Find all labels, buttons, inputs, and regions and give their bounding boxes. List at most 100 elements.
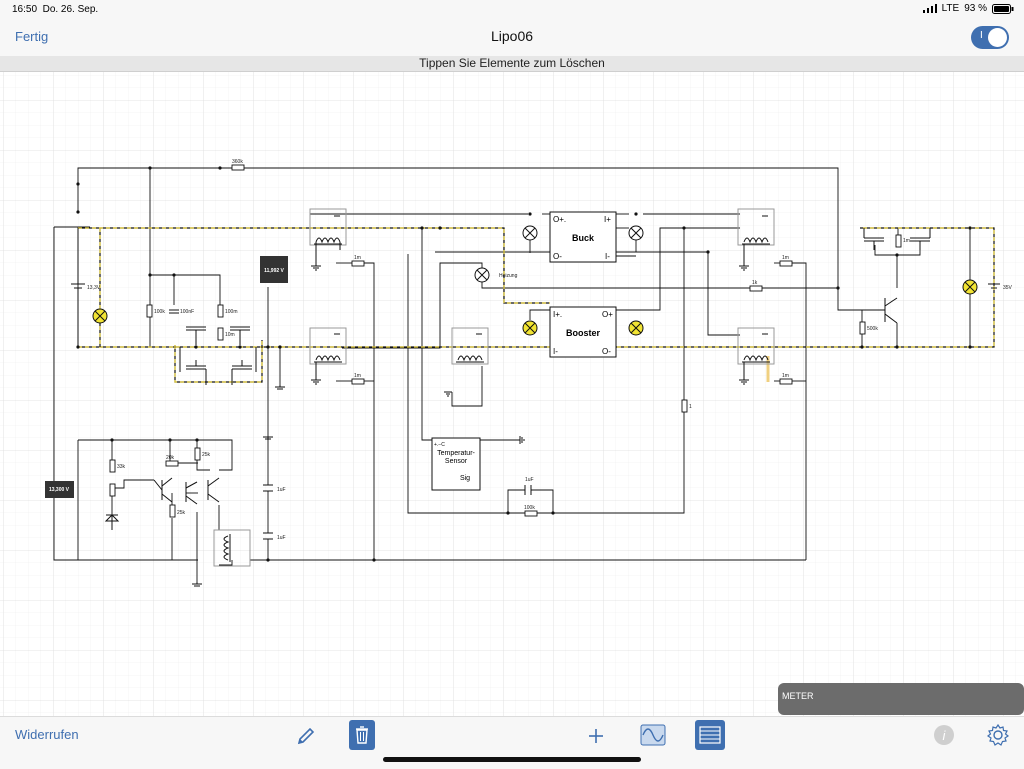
page-title: Lipo06 — [490, 28, 534, 44]
boost-o-minus: O- — [602, 347, 611, 356]
done-button[interactable]: Fertig — [15, 29, 49, 44]
label-20k: 20k — [166, 455, 175, 461]
resistor-1m-a[interactable] — [351, 260, 365, 267]
temp-sensor-label-1: Temperatur- — [437, 450, 475, 457]
lamp-boost-left[interactable] — [522, 320, 538, 336]
voltmeter-1[interactable]: 11,992 V — [260, 256, 288, 283]
lamp-left[interactable] — [92, 308, 108, 324]
home-indicator[interactable] — [383, 757, 641, 762]
resistor-1[interactable] — [681, 399, 688, 413]
lamps[interactable] — [92, 225, 978, 336]
pencil-icon[interactable] — [296, 726, 316, 746]
plus-icon[interactable] — [587, 727, 605, 745]
label-1uf-b: 1uF — [277, 535, 286, 541]
lamp-buck-left[interactable] — [522, 225, 538, 241]
toggle-knob — [988, 28, 1007, 47]
resistor-10m[interactable] — [217, 327, 224, 341]
label-1uf-a: 1uF — [277, 487, 286, 493]
resistor-100k[interactable] — [146, 304, 153, 318]
mosfet-right[interactable] — [863, 228, 931, 250]
junction-dots — [76, 166, 972, 562]
mosfet-cluster[interactable] — [179, 326, 257, 385]
voltmeter-2-value: 13,300 V — [49, 487, 70, 493]
relay-center[interactable] — [451, 327, 489, 365]
resistor-1m-e[interactable] — [895, 234, 902, 248]
component-labels: 360k 13,3V 100k 100nF 100m 10m 1m 1m 1m … — [87, 159, 1013, 541]
meter-label: METER — [782, 691, 814, 701]
voltmeter-2[interactable]: 13,300 V — [45, 481, 74, 498]
booster-module[interactable] — [549, 306, 617, 358]
resistor-360k[interactable] — [231, 164, 245, 171]
label-33k: 33k — [117, 464, 126, 470]
nav-bar: Fertig Lipo06 I — [0, 18, 1024, 57]
temperature-sensor[interactable]: +.−C Temperatur- Sensor Sig — [431, 437, 481, 491]
transistors[interactable] — [104, 297, 898, 530]
info-icon[interactable]: i — [933, 724, 955, 746]
resistor-20k[interactable] — [165, 460, 179, 467]
temp-sig-label: Sig — [460, 475, 470, 482]
label-100k-b: 100k — [524, 505, 535, 511]
mode-toggle[interactable]: I — [971, 26, 1009, 49]
boost-i-plus: I+. — [553, 310, 562, 319]
circuit-canvas[interactable]: Buck Booster O+. I+ O- I- I+. O+ I- O- +… — [0, 72, 1024, 716]
resistor-1k[interactable] — [749, 285, 763, 292]
booster-label: Booster — [566, 328, 601, 338]
resistor-1m-d[interactable] — [779, 378, 793, 385]
meter-panel[interactable]: METER — [778, 683, 1024, 715]
battery-percent: 93 % — [964, 3, 987, 14]
svg-text:i: i — [943, 728, 947, 743]
boost-i-minus: I- — [553, 347, 558, 356]
boost-o-plus: O+ — [602, 310, 613, 319]
voltmeter-1-value: 11,992 V — [264, 268, 284, 274]
delete-button[interactable] — [349, 720, 375, 750]
relays[interactable] — [213, 208, 775, 567]
capacitors[interactable] — [169, 309, 532, 540]
gear-icon[interactable] — [987, 724, 1009, 746]
label-100m: 100m — [225, 309, 238, 315]
relay-mid-left[interactable] — [309, 327, 347, 365]
relay-mid-right[interactable] — [737, 327, 775, 365]
list-button[interactable] — [695, 720, 725, 750]
signal-icon — [922, 4, 937, 13]
resistor-1m-c[interactable] — [779, 260, 793, 267]
lamp-buck-right[interactable] — [628, 225, 644, 241]
status-right: LTE 93 % — [922, 3, 1014, 14]
relay-top-left[interactable] — [309, 208, 347, 246]
resistor-1m-b[interactable] — [351, 378, 365, 385]
resistors[interactable] — [109, 164, 902, 518]
relay-bottom[interactable] — [213, 529, 251, 567]
temp-pins: +.−C — [434, 442, 445, 448]
resistor-100k-b[interactable] — [524, 510, 538, 517]
buck-o-plus: O+. — [553, 215, 566, 224]
lamp-heizung[interactable] — [474, 267, 490, 283]
ground-symbols — [192, 258, 749, 587]
label-100nf: 100nF — [180, 309, 194, 315]
resistor-33k[interactable] — [109, 459, 116, 473]
status-bar: 16:50 Do. 26. Sep. LTE 93 % — [0, 0, 1024, 18]
wave-icon[interactable] — [640, 724, 666, 746]
grid-major — [0, 72, 1024, 716]
resistor-pot[interactable] — [109, 483, 116, 497]
circuit-svg[interactable]: Buck Booster O+. I+ O- I- I+. O+ I- O- +… — [0, 72, 1024, 716]
label-10m: 10m — [225, 332, 235, 338]
resistor-100m[interactable] — [217, 304, 224, 318]
converter-modules[interactable]: Buck Booster O+. I+ O- I- I+. O+ I- O- — [549, 211, 617, 358]
resistor-25k-b[interactable] — [169, 504, 176, 518]
hint-banner: Tippen Sie Elemente zum Löschen — [0, 56, 1024, 72]
relay-top-right[interactable] — [737, 208, 775, 246]
label-100k: 100k — [154, 309, 165, 315]
label-heizung: Heizung — [499, 273, 518, 279]
label-360k: 360k — [232, 159, 243, 165]
lamp-boost-right[interactable] — [628, 320, 644, 336]
resistor-25k[interactable] — [194, 447, 201, 461]
buck-module[interactable] — [549, 211, 617, 263]
label-35v: 35V — [1003, 285, 1013, 291]
batteries[interactable] — [71, 228, 1000, 347]
temp-sensor-label-2: Sensor — [445, 458, 468, 465]
lamp-right[interactable] — [962, 279, 978, 295]
undo-button[interactable]: Widerrufen — [15, 727, 79, 742]
buck-i-minus: I- — [605, 252, 610, 261]
label-500k: 500k — [867, 326, 878, 332]
resistor-500k[interactable] — [859, 321, 866, 335]
battery-icon — [992, 3, 1014, 14]
